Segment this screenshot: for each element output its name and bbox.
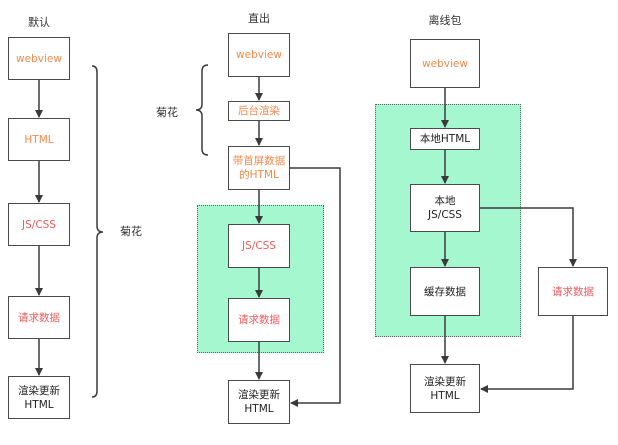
node-label: JS/CSS bbox=[22, 218, 56, 231]
node-label-line2: HTML bbox=[430, 389, 460, 402]
node-webview: webview bbox=[8, 37, 70, 80]
node-request-data: 请求数据 bbox=[228, 298, 290, 342]
column-title-zhichu: 直出 bbox=[248, 12, 270, 25]
node-label-line1: 渲染更新 bbox=[424, 375, 466, 388]
node-label: webview bbox=[236, 49, 282, 61]
node-request-data: 请求数据 bbox=[538, 267, 608, 316]
column-title-default: 默认 bbox=[28, 16, 50, 29]
node-render-update: 渲染更新 HTML bbox=[228, 380, 290, 424]
node-label: 本地HTML bbox=[419, 133, 471, 145]
arrow-firstscreen-to-render bbox=[290, 167, 341, 407]
node-label-line1: 本地 bbox=[434, 195, 456, 207]
arrow-localjs-to-request bbox=[480, 207, 577, 267]
node-request-data: 请求数据 bbox=[8, 296, 70, 339]
arrow-request-to-render bbox=[480, 316, 574, 393]
node-label: HTML bbox=[24, 133, 54, 146]
brace-label-spinner: 菊花 bbox=[120, 225, 142, 238]
node-label: webview bbox=[422, 57, 468, 70]
node-webview: webview bbox=[410, 39, 480, 88]
node-label-line2: HTML bbox=[244, 403, 274, 415]
brace-default bbox=[91, 65, 104, 398]
node-label: 缓存数据 bbox=[424, 285, 466, 298]
brace-label-spinner: 菊花 bbox=[156, 106, 178, 119]
node-label: 请求数据 bbox=[18, 311, 60, 324]
node-label-line1: 渲染更新 bbox=[238, 389, 280, 401]
node-label: 请求数据 bbox=[238, 314, 280, 326]
node-label: 后台渲染 bbox=[238, 105, 280, 117]
node-label-line1: 带首屏数据 bbox=[232, 155, 286, 167]
node-backend-render: 后台渲染 bbox=[228, 101, 290, 121]
brace-zhichu bbox=[195, 64, 209, 156]
node-label-line2: 的HTML bbox=[239, 169, 279, 181]
node-webview: webview bbox=[228, 33, 290, 77]
node-label-line2: JS/CSS bbox=[428, 209, 462, 221]
node-local-html: 本地HTML bbox=[410, 128, 480, 150]
node-label: JS/CSS bbox=[242, 240, 276, 252]
node-label-line1: 渲染更新 bbox=[18, 384, 60, 397]
node-label-line2: HTML bbox=[24, 398, 54, 411]
node-html: HTML bbox=[8, 118, 70, 161]
node-label: 请求数据 bbox=[552, 285, 594, 298]
node-local-jscss: 本地 JS/CSS bbox=[410, 184, 480, 232]
node-jscss: JS/CSS bbox=[228, 224, 290, 268]
node-jscss: JS/CSS bbox=[8, 203, 70, 246]
node-cached-data: 缓存数据 bbox=[410, 267, 480, 316]
node-label: webview bbox=[16, 52, 62, 65]
node-html-with-first-screen-data: 带首屏数据的HTML bbox=[228, 146, 290, 190]
column-title-offline-package: 离线包 bbox=[428, 14, 462, 27]
